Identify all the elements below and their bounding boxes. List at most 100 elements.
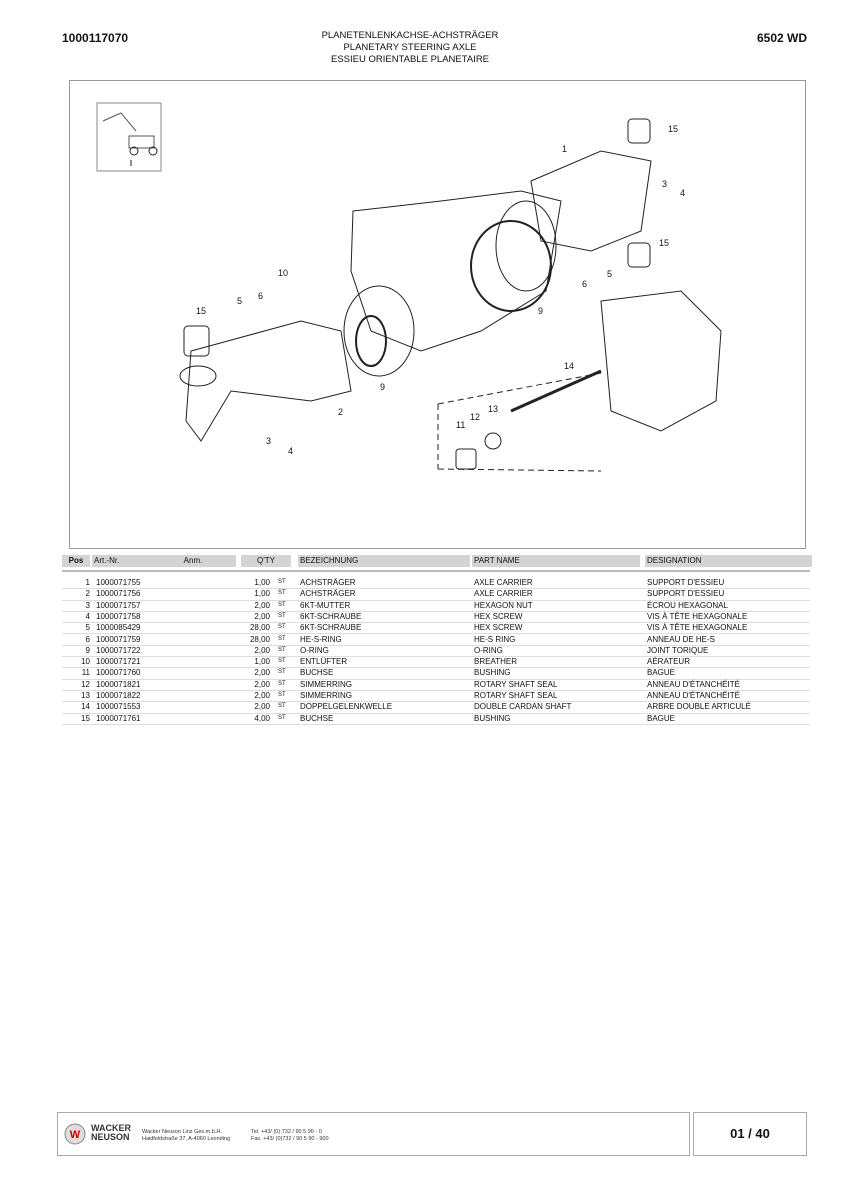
row-article-number: 1000071760 bbox=[96, 668, 141, 678]
footer: W WACKER NEUSON Wacker Neuson Linz Ges.m… bbox=[57, 1112, 690, 1156]
title-en: PLANETARY STEERING AXLE bbox=[343, 42, 477, 53]
row-part-name: ROTARY SHAFT SEAL bbox=[474, 679, 558, 689]
row-part-name: AXLE CARRIER bbox=[474, 589, 533, 599]
company-name: Wacker Neuson Linz Ges.m.b.H. bbox=[142, 1129, 222, 1135]
row-unit: ST bbox=[278, 612, 286, 619]
row-bezeichnung: BUCHSE bbox=[300, 713, 334, 723]
row-quantity: 2,00 bbox=[254, 679, 270, 689]
row-designation: BAGUE bbox=[647, 713, 676, 723]
row-pos: 14 bbox=[81, 702, 90, 712]
exploded-drawing: 15 1 3 4 15 5 6 9 10 5 6 15 9 2 3 4 14 1… bbox=[69, 80, 806, 549]
row-part-name: DOUBLE CARDAN SHAFT bbox=[474, 702, 572, 712]
row-article-number: 1000071821 bbox=[96, 679, 141, 689]
row-article-number: 1000085429 bbox=[96, 623, 141, 633]
row-unit: ST bbox=[278, 590, 286, 597]
row-unit: ST bbox=[278, 624, 286, 631]
row-designation: ARBRE DOUBLE ARTICULÉ bbox=[647, 702, 751, 712]
brand-name: WACKER NEUSON bbox=[91, 1124, 131, 1142]
callout: 5 bbox=[237, 296, 242, 306]
row-unit: ST bbox=[278, 579, 286, 585]
wacker-neuson-logo-icon: W bbox=[64, 1123, 86, 1145]
row-quantity: 1,00 bbox=[254, 578, 270, 587]
row-article-number: 1000071822 bbox=[96, 691, 141, 700]
row-bezeichnung: SIMMERRING bbox=[300, 679, 352, 689]
header-rule bbox=[62, 570, 810, 572]
row-pos: 10 bbox=[81, 657, 90, 667]
row-bezeichnung: O-RING bbox=[300, 645, 329, 655]
row-pos: 12 bbox=[81, 679, 90, 689]
row-part-name: BUSHING bbox=[474, 668, 511, 678]
company-address: Wacker Neuson Linz Ges.m.b.H. Haidfeldst… bbox=[142, 1129, 230, 1143]
row-article-number: 1000071756 bbox=[96, 589, 141, 599]
row-part-name: BUSHING bbox=[474, 713, 511, 723]
callout: 12 bbox=[470, 412, 480, 422]
row-quantity: 2,00 bbox=[254, 668, 270, 678]
row-pos: 6 bbox=[85, 634, 90, 644]
row-bezeichnung: ENTLÜFTER bbox=[300, 657, 348, 667]
row-quantity: 28,00 bbox=[249, 623, 270, 633]
col-art: Art.-Nr. bbox=[92, 555, 150, 567]
title-fr: ESSIEU ORIENTABLE PLANETAIRE bbox=[330, 54, 490, 65]
callout: 14 bbox=[564, 361, 574, 371]
row-designation: ANNEAU D'ÉTANCHÉITÉ bbox=[647, 691, 740, 700]
row-unit: ST bbox=[278, 658, 286, 665]
row-designation: SUPPORT D'ESSIEU bbox=[647, 589, 725, 599]
row-pos: 9 bbox=[85, 645, 90, 655]
row-quantity: 2,00 bbox=[254, 600, 270, 610]
callout: 2 bbox=[338, 407, 343, 417]
row-bezeichnung: 6KT-SCHRAUBE bbox=[300, 611, 362, 621]
contact: Tel. +43/ (0) 732 / 90 5 90 - 0 Fax. +43… bbox=[251, 1129, 329, 1143]
row-designation: ANNEAU DE HE-S bbox=[647, 634, 716, 644]
row-quantity: 28,00 bbox=[249, 634, 270, 644]
row-designation: BAGUE bbox=[647, 668, 676, 678]
row-part-name: HEXAGON NUT bbox=[474, 600, 533, 610]
callout: 15 bbox=[196, 306, 206, 316]
fax: Fax. +43/ (0)732 / 90 5 90 - 900 bbox=[251, 1136, 329, 1142]
row-bezeichnung: DOPPELGELENKWELLE bbox=[300, 702, 393, 712]
row-article-number: 1000071761 bbox=[96, 713, 141, 723]
callout: 9 bbox=[380, 382, 385, 392]
row-article-number: 1000071755 bbox=[96, 578, 141, 587]
row-unit: ST bbox=[278, 703, 286, 710]
row-article-number: 1000071553 bbox=[96, 702, 141, 712]
row-part-name: AXLE CARRIER bbox=[474, 578, 533, 587]
row-unit: ST bbox=[278, 669, 286, 676]
row-quantity: 2,00 bbox=[254, 691, 270, 700]
row-pos: 11 bbox=[81, 668, 90, 678]
row-unit: ST bbox=[278, 601, 286, 608]
row-article-number: 1000071721 bbox=[96, 657, 141, 667]
callout: 3 bbox=[662, 179, 667, 189]
row-article-number: 1000071758 bbox=[96, 611, 141, 621]
row-designation: AÉRATEUR bbox=[647, 657, 690, 667]
row-quantity: 2,00 bbox=[254, 611, 270, 621]
machine-thumbnail bbox=[96, 102, 162, 172]
callout: 4 bbox=[680, 188, 685, 198]
row-part-name: ROTARY SHAFT SEAL bbox=[474, 691, 558, 700]
model-name: 6502 WD bbox=[756, 31, 807, 45]
row-pos: 2 bbox=[85, 589, 90, 599]
row-unit: ST bbox=[278, 646, 286, 653]
row-quantity: 1,00 bbox=[254, 589, 270, 599]
row-designation: JOINT TORIQUE bbox=[647, 645, 709, 655]
row-pos: 13 bbox=[81, 691, 90, 700]
col-part-name: PART NAME bbox=[472, 555, 640, 567]
row-bezeichnung: SIMMERRING bbox=[300, 691, 352, 700]
row-article-number: 1000071722 bbox=[96, 645, 141, 655]
row-pos: 3 bbox=[85, 600, 90, 610]
row-part-name: HEX SCREW bbox=[474, 611, 523, 621]
row-pos: 4 bbox=[85, 611, 90, 621]
brand-line2: NEUSON bbox=[91, 1132, 130, 1142]
page-title: PLANETENLENKACHSE-ACHSTRÄGER PLANETARY S… bbox=[250, 30, 570, 66]
title-de: PLANETENLENKACHSE-ACHSTRÄGER bbox=[321, 30, 499, 41]
row-quantity: 4,00 bbox=[254, 713, 270, 723]
page-number: 01 / 40 bbox=[693, 1112, 807, 1156]
row-quantity: 2,00 bbox=[254, 645, 270, 655]
